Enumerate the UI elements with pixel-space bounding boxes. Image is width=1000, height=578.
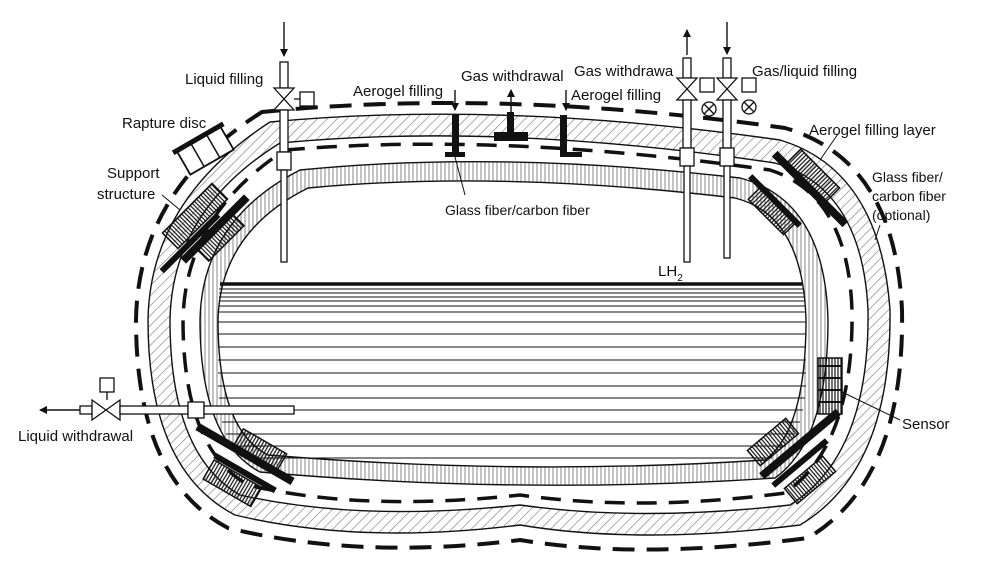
label-glass-fiber-outer-line1: Glass fiber/ xyxy=(872,169,943,185)
support-structure-lower-right xyxy=(746,408,841,505)
leader-lines xyxy=(161,124,901,421)
inner-fiber-wrap xyxy=(181,142,854,505)
label-aerogel-filling-left: Aerogel filling xyxy=(353,83,443,100)
label-lh2: LH2 xyxy=(658,263,683,284)
support-structure-upper-right xyxy=(747,148,849,236)
support-structure-upper-left xyxy=(159,182,250,274)
label-support-structure-line1: Support xyxy=(107,165,160,182)
flow-arrows xyxy=(39,22,731,414)
label-liquid-filling: Liquid filling xyxy=(185,71,263,88)
label-lh2-main: LH xyxy=(658,263,677,280)
label-gas-withdrawal-center: Gas withdrawal xyxy=(461,68,564,85)
sensor-element xyxy=(817,357,843,415)
label-liquid-withdrawal: Liquid withdrawal xyxy=(18,428,133,445)
label-gas-withdrawal-right: Gas withdrawa xyxy=(574,63,674,80)
label-rapture-disc: Rapture disc xyxy=(122,115,207,132)
label-sensor: Sensor xyxy=(902,416,950,433)
label-lh2-subscript: 2 xyxy=(677,273,683,284)
gas-liquid-filling-pipe xyxy=(715,57,757,259)
label-glass-fiber-outer-line3: (optional) xyxy=(872,207,930,223)
label-glass-fiber-inner: Glass fiber/carbon fiber xyxy=(445,202,590,218)
liquid-withdrawal-pipe xyxy=(79,377,295,422)
gas-withdrawal-pipe-right xyxy=(675,57,717,263)
label-support-structure-line2: structure xyxy=(97,186,155,203)
label-gas-liquid-filling: Gas/liquid filling xyxy=(752,63,857,80)
label-aerogel-filling-right: Aerogel filling xyxy=(571,87,661,104)
labels: Liquid filling Aerogel filling Gas withd… xyxy=(18,63,950,445)
liquid-layers xyxy=(218,282,806,459)
label-glass-fiber-outer-line2: carbon fiber xyxy=(872,188,946,204)
gas-withdrawal-fitting xyxy=(494,112,528,141)
label-aerogel-filling-layer: Aerogel filling layer xyxy=(809,122,936,139)
support-structure-lower-left xyxy=(195,423,295,508)
liquid-filling-pipe xyxy=(272,61,315,263)
outer-fiber-wrap xyxy=(133,101,905,552)
aerogel-nozzles xyxy=(445,115,582,157)
